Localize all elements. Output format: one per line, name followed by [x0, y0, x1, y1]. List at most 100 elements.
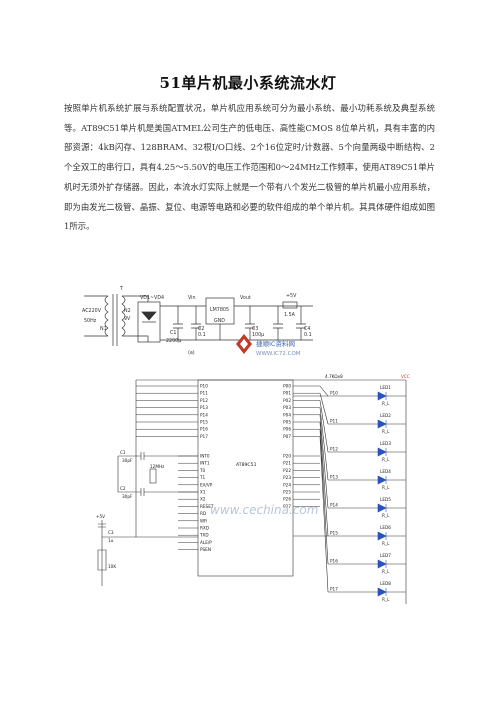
label-c3v: 100μ — [252, 332, 264, 338]
label-gnd: GND — [214, 318, 225, 324]
led-diode-icon — [377, 419, 387, 429]
mcu-led-schematic: P10P11P12P13P14P15P16P17INT0INT1T0T1EA/V… — [96, 374, 410, 604]
pin-p1-1: P11 — [200, 391, 208, 396]
pin-p0-2: P02 — [283, 398, 291, 403]
pin-ctrl-10: RXD — [200, 526, 209, 531]
pin-p1-5: P15 — [200, 420, 208, 425]
label-xc1: C1 — [120, 450, 126, 455]
net-label-4: P14 — [330, 503, 338, 508]
pin-p1-4: P14 — [200, 412, 208, 417]
led-diode-icon — [377, 531, 387, 541]
label-vcc: VCC — [401, 374, 410, 379]
label-c1v: 2200μ — [166, 338, 181, 344]
led-diode-icon — [377, 503, 387, 513]
pin-p2-5: P25 — [283, 490, 291, 495]
intro-paragraph: 按照单片机系统扩展与系统配置状况，单片机应用系统可分为最小系统、最小功耗系统及典… — [64, 103, 435, 232]
led-label-6: LED7 — [380, 553, 391, 558]
led-sub-7: R_L — [382, 597, 390, 602]
label-xc2v: 30pF — [122, 494, 133, 499]
pin-ctrl-3: T1 — [199, 475, 206, 480]
net-label-3: P13 — [330, 475, 338, 480]
pin-p2-1: P21 — [283, 461, 291, 466]
led-diode-icon — [377, 587, 387, 597]
pin-p1-2: P12 — [200, 398, 208, 403]
label-vout: Vout — [240, 295, 251, 301]
pin-ctrl-7: RESET — [200, 504, 214, 509]
label-rc3: C3 — [108, 530, 114, 535]
pin-ctrl-8: RD — [200, 511, 206, 516]
pin-p0-3: P03 — [283, 405, 291, 410]
pin-p0-6: P06 — [283, 427, 291, 432]
led-sub-0: R_L — [382, 401, 390, 406]
label-xc1v: 30pF — [122, 458, 133, 463]
pin-p2-4: P24 — [283, 482, 291, 487]
label-9v: 9V — [124, 316, 131, 322]
pin-p2-7: P27 — [283, 504, 291, 509]
pin-ctrl-1: INT1 — [200, 461, 210, 466]
led-sub-1: R_L — [382, 429, 390, 434]
label-c2: C2 — [198, 326, 204, 332]
label-xc2: C2 — [120, 486, 126, 491]
led-sub-6: R_L — [382, 569, 390, 574]
led-diode-icon — [377, 447, 387, 457]
label-5v: +5V — [286, 293, 297, 299]
led-label-0: LED1 — [380, 385, 391, 390]
pin-p2-3: P23 — [283, 475, 291, 480]
net-label-7: P17 — [330, 587, 338, 592]
led-diode-icon — [377, 559, 387, 569]
led-label-1: LED2 — [380, 413, 391, 418]
net-label-0: P10 — [330, 391, 338, 396]
pin-ctrl-0: INT0 — [200, 454, 210, 459]
pin-p1-3: P13 — [200, 405, 208, 410]
led-sub-3: R_L — [382, 485, 390, 490]
label-r5v: +5V — [96, 514, 105, 519]
net-label-5: P15 — [330, 531, 338, 536]
led-label-7: LED8 — [380, 581, 391, 586]
net-label-1: P11 — [330, 419, 338, 424]
led-diode-icon — [377, 391, 387, 401]
pin-p1-7: P17 — [200, 434, 208, 439]
led-label-3: LED4 — [380, 469, 391, 474]
label-ac: AC220V — [82, 308, 102, 314]
pin-ctrl-6: X2 — [200, 497, 206, 502]
pin-ctrl-9: WR — [200, 518, 207, 523]
led-label-4: LED5 — [380, 497, 391, 502]
pin-ctrl-5: X1 — [200, 490, 206, 495]
pin-p1-6: P16 — [200, 427, 208, 432]
label-n2: N2 — [124, 308, 131, 314]
watermark-logo: 捷顺IC资料网 WWW.IC72.COM — [236, 334, 301, 357]
pin-ctrl-13: PSEN — [200, 547, 211, 552]
led-sub-4: R_L — [382, 513, 390, 518]
pin-ctrl-11: TXD — [199, 533, 209, 538]
pin-p0-4: P04 — [283, 412, 291, 417]
led-sub-2: R_L — [382, 457, 390, 462]
pin-p2-6: P26 — [283, 497, 291, 502]
pin-p2-0: P20 — [283, 454, 291, 459]
led-diode-icon — [377, 475, 387, 485]
pin-p2-2: P22 — [283, 468, 291, 473]
page-title: 51单片机最小系统流水灯 — [159, 74, 337, 92]
net-label-6: P16 — [330, 559, 338, 564]
label-freq: 50Hz — [84, 318, 97, 324]
chip-name: AT89C51 — [236, 462, 257, 468]
label-sub-a: (a) — [188, 350, 195, 356]
label-xtal: 12MHz — [150, 464, 165, 469]
pin-p0-1: P01 — [283, 391, 291, 396]
label-r10k: 10K — [108, 564, 116, 569]
label-bridge: VD1~VD4 — [140, 295, 164, 301]
label-c1: C1 — [170, 330, 176, 336]
led-label-2: LED3 — [380, 441, 391, 446]
pin-p0-7: P07 — [283, 434, 291, 439]
label-fuse: 1.5A — [284, 312, 296, 318]
label-c3: C3 — [252, 326, 258, 332]
label-c4: C4 — [304, 326, 310, 332]
label-vin: Vin — [188, 295, 196, 301]
watermark-cn: 捷顺IC资料网 — [256, 339, 295, 348]
pin-ctrl-2: T0 — [199, 468, 206, 473]
pin-p1-0: P10 — [200, 384, 208, 389]
net-label-2: P12 — [330, 447, 338, 452]
pin-p0-0: P00 — [283, 384, 291, 389]
label-regulator: LM7805 — [210, 307, 229, 313]
watermark-url: WWW.IC72.COM — [256, 351, 301, 357]
led-sub-5: R_L — [382, 541, 390, 546]
